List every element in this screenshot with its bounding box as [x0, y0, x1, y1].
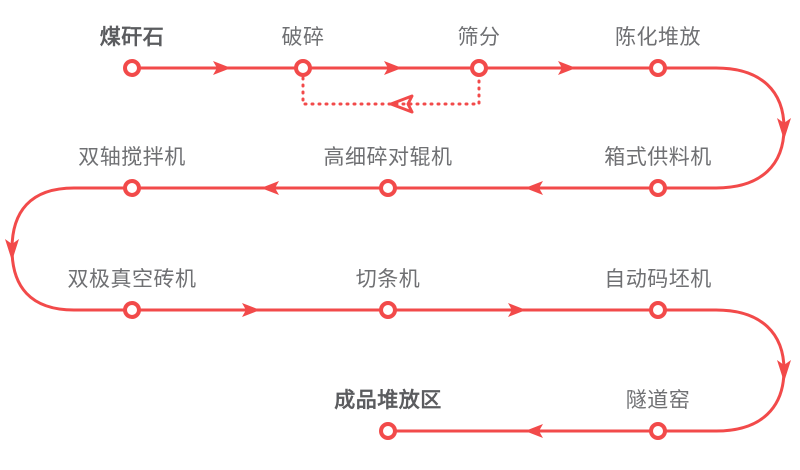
u-turn-right-row1-row2: [658, 66, 791, 190]
node-marker-n11[interactable]: [649, 422, 667, 440]
node-label-n12: 成品堆放区: [334, 389, 442, 412]
feedback-loop-n3-n2: [301, 72, 481, 114]
node-label-n7: 双轴搅拌机: [78, 146, 186, 169]
node-marker-n3[interactable]: [470, 59, 488, 77]
node-marker-n4[interactable]: [649, 59, 667, 77]
node-label-n2: 破碎: [281, 26, 325, 49]
arrowhead-n4-n5: [777, 118, 791, 140]
node-label-n11: 隧道窑: [625, 389, 691, 412]
node-marker-n5[interactable]: [649, 179, 667, 197]
node-marker-n1[interactable]: [123, 59, 141, 77]
node-label-n8: 双极真空砖机: [67, 268, 197, 291]
arrowhead-n9-n10: [508, 303, 526, 317]
arrowhead-n10-n11: [777, 360, 791, 382]
node-marker-n8[interactable]: [123, 301, 141, 319]
node-marker-n9[interactable]: [379, 301, 397, 319]
arrowhead-n7-n8: [5, 239, 19, 261]
node-label-n1: 煤矸石: [99, 26, 165, 49]
connector-n10-n11: [658, 308, 786, 433]
row-3-connectors: [132, 303, 658, 317]
node-marker-n10[interactable]: [649, 301, 667, 319]
arrowhead-n1-n2: [213, 61, 231, 75]
node-markers: [123, 59, 667, 440]
row-2-connectors: [132, 181, 658, 195]
connector-n7-n8: [10, 186, 132, 312]
node-marker-n12[interactable]: [379, 422, 397, 440]
node-label-n9: 切条机: [355, 268, 421, 291]
node-marker-n7[interactable]: [123, 179, 141, 197]
arrowhead-n8-n9: [242, 303, 260, 317]
node-label-n3: 筛分: [457, 26, 501, 49]
node-marker-n2[interactable]: [294, 59, 312, 77]
arrowhead-feedback-hollow: [389, 94, 414, 114]
row-4-connectors: [388, 424, 658, 438]
arrowhead-n5-n6: [525, 181, 543, 195]
row-1-connectors: [132, 61, 658, 75]
node-label-n10: 自动码坯机: [604, 268, 712, 291]
node-marker-n6[interactable]: [379, 179, 397, 197]
arrowhead-n6-n7: [261, 181, 279, 195]
arrowhead-n2-n3: [384, 61, 402, 75]
node-label-n5: 箱式供料机: [604, 146, 712, 169]
connector-feedback-dotted: [301, 72, 481, 106]
u-turn-right-row3-row4: [658, 308, 791, 433]
u-turn-left-row2-row3: [5, 186, 132, 312]
arrowhead-n11-n12: [525, 424, 543, 438]
node-label-n6: 高细碎对辊机: [323, 146, 453, 169]
node-label-n4: 陈化堆放: [615, 26, 701, 49]
arrowhead-n3-n4: [558, 61, 576, 75]
connector-n4-n5: [658, 66, 786, 190]
